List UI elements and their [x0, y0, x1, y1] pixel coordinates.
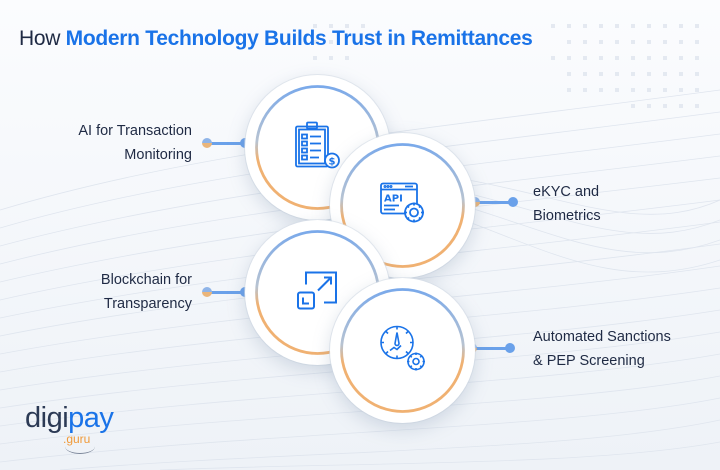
logo-digi: digi [25, 402, 69, 434]
connector-ekyc [470, 196, 520, 208]
label-ekyc-biometrics: eKYC and Biometrics [533, 184, 601, 224]
svg-text:API: API [384, 193, 403, 204]
label-automated-sanctions-pep: Automated Sanctions & PEP Screening [533, 329, 671, 369]
label-blockchain-transparency: Blockchain for Transparency [100, 272, 192, 312]
title-prefix: How [19, 27, 61, 50]
gradient-ring [339, 287, 466, 414]
page-title: How Modern Technology Builds Trust in Re… [19, 27, 533, 51]
logo-pay: pay [68, 402, 114, 434]
api-window-gear-icon: API [379, 181, 427, 230]
svg-text:$: $ [328, 156, 335, 167]
expand-arrow-squares-icon [296, 268, 340, 317]
title-highlight: Modern Technology Builds Trust in Remitt… [65, 27, 533, 50]
digipay-guru-logo: digipay .guru [25, 402, 114, 454]
label-ai-transaction-monitoring: AI for Transaction Monitoring [78, 123, 192, 163]
logo-swoosh [65, 439, 95, 454]
gauge-gear-icon [378, 323, 428, 378]
decorative-dot-grid [313, 24, 699, 108]
node-automated-sanctions-pep [330, 278, 475, 423]
gradient-ring [339, 142, 466, 269]
clipboard-checklist-dollar-icon: $ [294, 120, 342, 175]
